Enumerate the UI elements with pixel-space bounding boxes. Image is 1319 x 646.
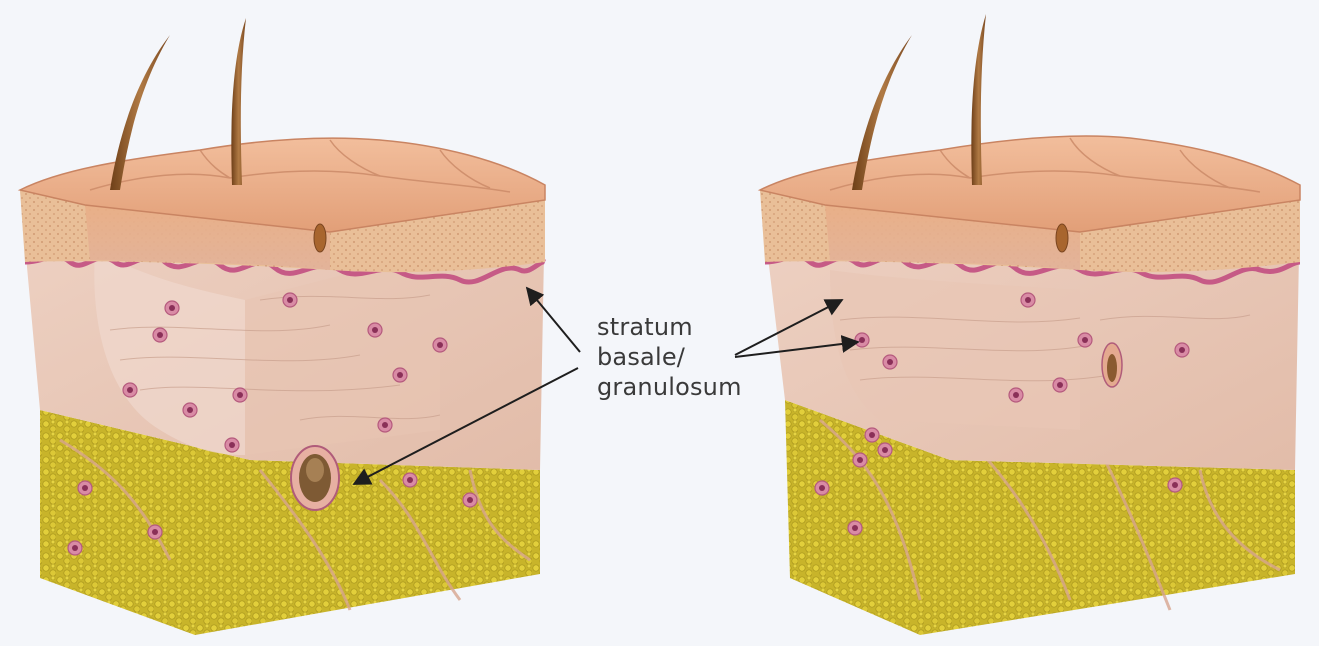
stratum-label: stratum basale/ granulosum — [597, 312, 742, 402]
right-skin-block — [760, 14, 1300, 635]
left-skin-block — [20, 18, 545, 635]
hair-bulb-icon — [291, 446, 339, 510]
stratum-label-line-2: basale/ — [597, 342, 742, 372]
stratum-label-line-1: stratum — [597, 312, 742, 342]
stratum-label-line-3: granulosum — [597, 372, 742, 402]
